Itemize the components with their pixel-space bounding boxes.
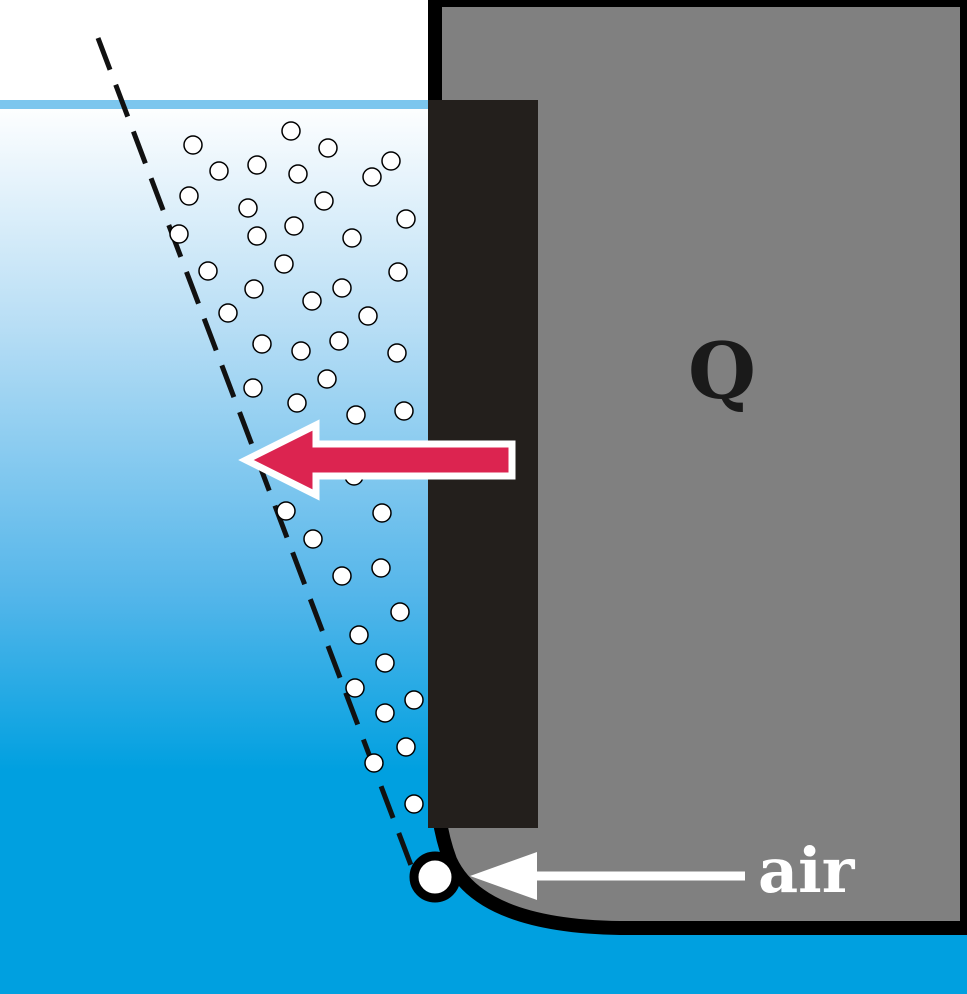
air-bubble [404,794,424,814]
water-surface-line [0,100,440,109]
air-bubble [318,138,338,158]
air-bubble [404,690,424,710]
air-arrow-left [470,852,537,900]
air-bubble [287,393,307,413]
air-bubble [394,401,414,421]
air-label: air [758,834,856,907]
air-bubble [291,341,311,361]
air-bubble [303,529,323,549]
air-bubbles-group [169,121,424,814]
air-bubble [274,254,294,274]
air-bubble [381,151,401,171]
air-bubble [396,737,416,757]
air-bubble [218,303,238,323]
air-bubble [342,228,362,248]
air-bubble [396,209,416,229]
air-bubble [375,653,395,673]
air-bubble [284,216,304,236]
air-bubble [332,278,352,298]
air-bubble [346,405,366,425]
air-bubble [302,291,322,311]
air-bubble [169,224,189,244]
air-bubble [371,558,391,578]
air-bubble [390,602,410,622]
air-bubble [247,226,267,246]
air-injection-nozzle [409,851,461,903]
air-bubble [314,191,334,211]
air-bubble [244,279,264,299]
air-bubble [372,503,392,523]
air-bubble [349,625,369,645]
air-bubble [243,378,263,398]
air-bubble [247,155,267,175]
air-bubble [329,331,349,351]
air-bubble [198,261,218,281]
air-bubble [362,167,382,187]
air-bubble [276,501,296,521]
hull-label: Q [688,326,756,417]
air-bubble [183,135,203,155]
air-bubble [209,161,229,181]
air-bubble [332,566,352,586]
air-bubble [281,121,301,141]
air-bubble [317,369,337,389]
air-bubble [375,703,395,723]
air-bubble [387,343,407,363]
air-bubble [364,753,384,773]
air-bubble [252,334,272,354]
air-bubble [238,198,258,218]
air-bubble [358,306,378,326]
red-arrow-left [238,419,516,501]
air-bubble [388,262,408,282]
air-bubble [288,164,308,184]
air-bubble [179,186,199,206]
air-bubble [345,678,365,698]
